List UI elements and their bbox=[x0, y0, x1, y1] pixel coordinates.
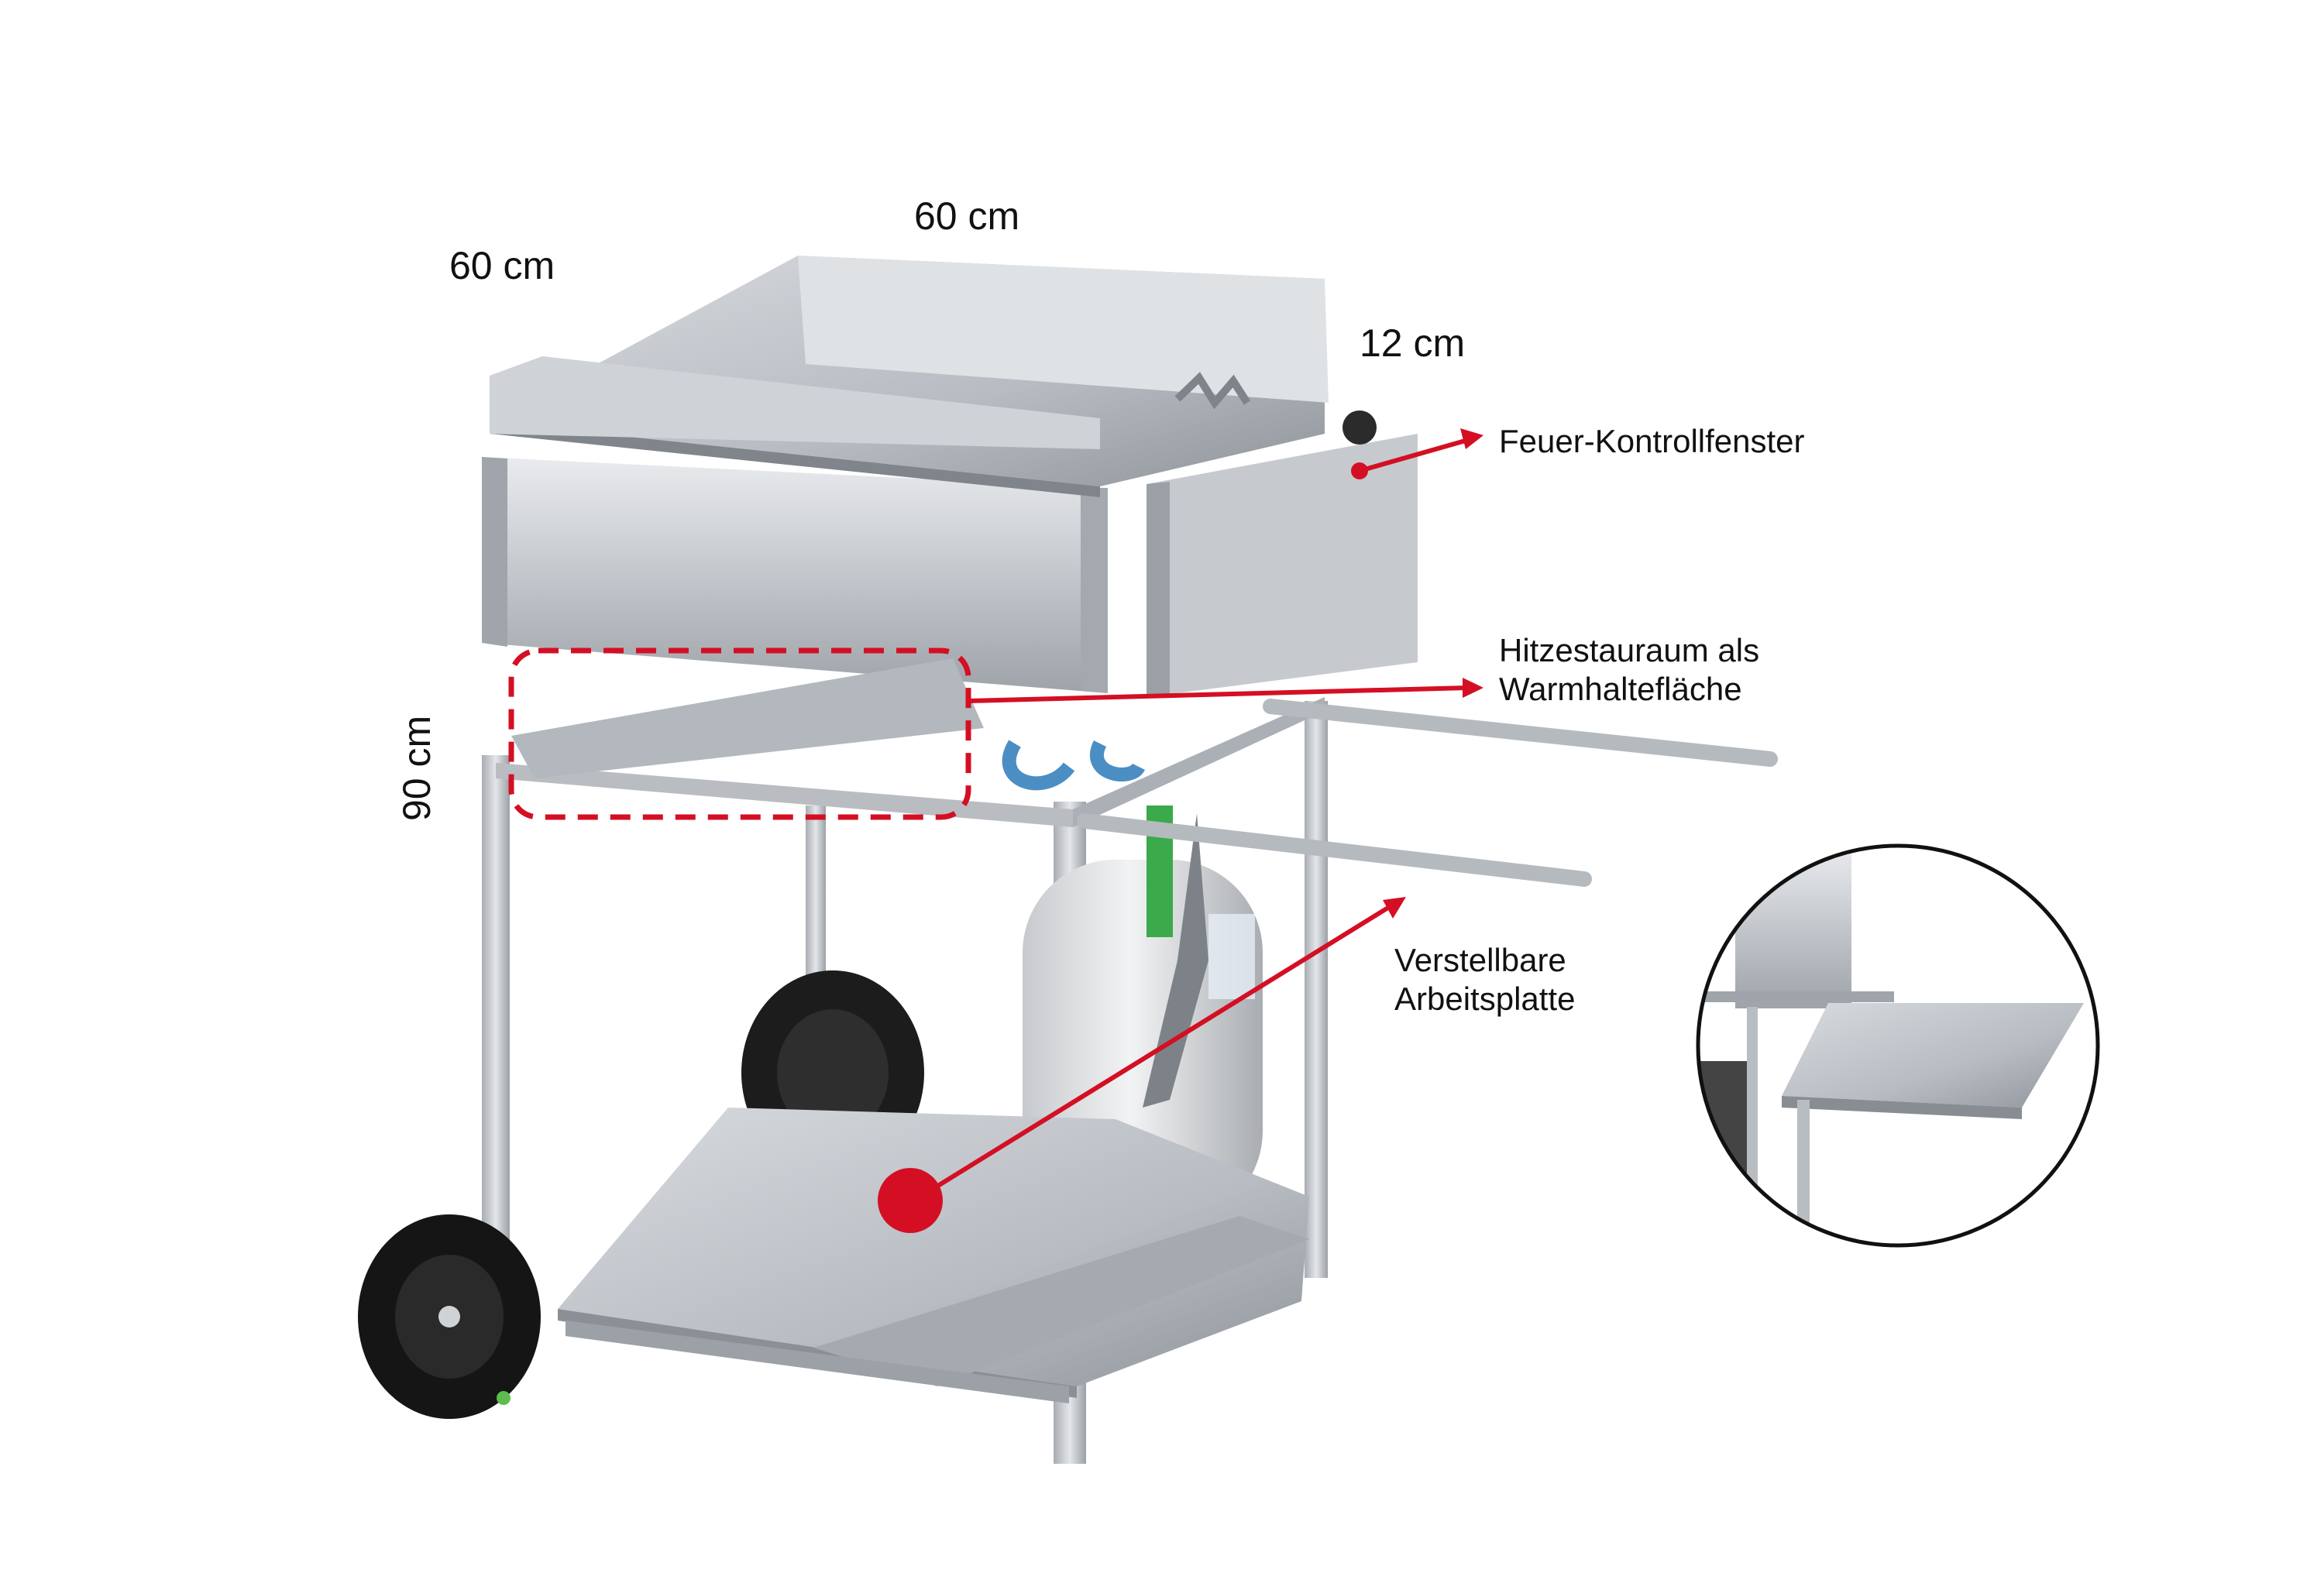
dim-total-height: 90 cm bbox=[395, 716, 438, 821]
callout-worktop-line1: Verstellbare bbox=[1394, 942, 1566, 978]
dim-edge-height: 12 cm bbox=[1360, 321, 1465, 365]
burner-housing bbox=[482, 410, 1418, 778]
callout-worktop: Verstellbare Arbeitsplatte bbox=[1394, 941, 1575, 1018]
callout-heat-space-line1: Hitzestauraum als bbox=[1499, 632, 1760, 668]
callout-fire-window: Feuer-Kontrollfenster bbox=[1499, 422, 1805, 461]
callout-heat-space: Hitzestauraum als Warmhaltefläche bbox=[1499, 631, 1759, 709]
griddle-plate bbox=[490, 256, 1329, 497]
front-wheel bbox=[358, 1214, 541, 1419]
heat-space-highlight bbox=[508, 647, 971, 820]
dim-width: 60 cm bbox=[914, 194, 1019, 238]
callout-fire-window-text: Feuer-Kontrollfenster bbox=[1499, 423, 1805, 459]
callout-arrows bbox=[878, 428, 1483, 1233]
side-handles bbox=[1077, 699, 1778, 887]
callout-worktop-line2: Arbeitsplatte bbox=[1394, 981, 1576, 1017]
detail-inset bbox=[1696, 843, 2100, 1248]
dim-depth: 60 cm bbox=[449, 244, 555, 287]
callout-heat-space-line2: Warmhaltefläche bbox=[1499, 671, 1742, 707]
dimension-labels: 60 cm 60 cm 12 cm 90 cm bbox=[395, 194, 1465, 821]
